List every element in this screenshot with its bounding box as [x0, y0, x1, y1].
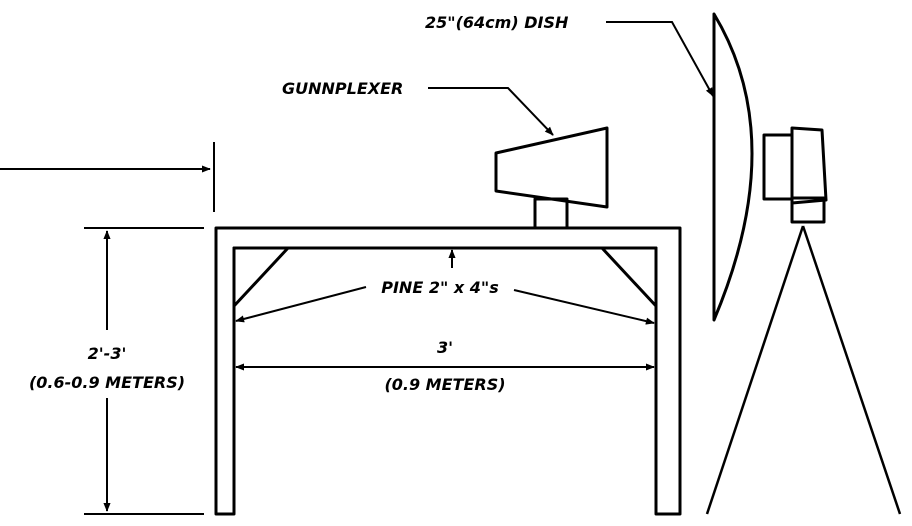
- pine-label: PINE 2" x 4"s: [381, 278, 499, 297]
- gunnplexer-mount: [533, 197, 569, 230]
- table-outline: [214, 226, 682, 516]
- pine-leader-right: [513, 289, 655, 325]
- dish-reflector: [712, 12, 754, 322]
- gunnplexer-horn: [494, 126, 609, 209]
- dish-mount-bracket: [790, 196, 826, 224]
- dish-feed-housing: [790, 126, 828, 205]
- dish-feed-neck: [762, 133, 794, 201]
- width-feet-label: 3': [437, 338, 453, 357]
- left-corner-brace: [232, 246, 290, 308]
- width-meters-label: (0.9 METERS): [384, 375, 505, 394]
- right-corner-brace: [600, 246, 658, 308]
- dish-label: 25"(64cm) DISH: [425, 13, 569, 32]
- height-feet-label: 2'-3': [88, 344, 127, 363]
- dish-leader-arrow: [606, 21, 714, 97]
- gunnplexer-label: GUNNPLEXER: [282, 79, 403, 98]
- pine-leader-left: [235, 286, 367, 323]
- gunnplexer-leader-arrow: [428, 87, 554, 136]
- tripod-leg-left: [705, 225, 805, 515]
- tripod-leg-right: [801, 225, 902, 515]
- height-meters-label: (0.6-0.9 METERS): [29, 373, 185, 392]
